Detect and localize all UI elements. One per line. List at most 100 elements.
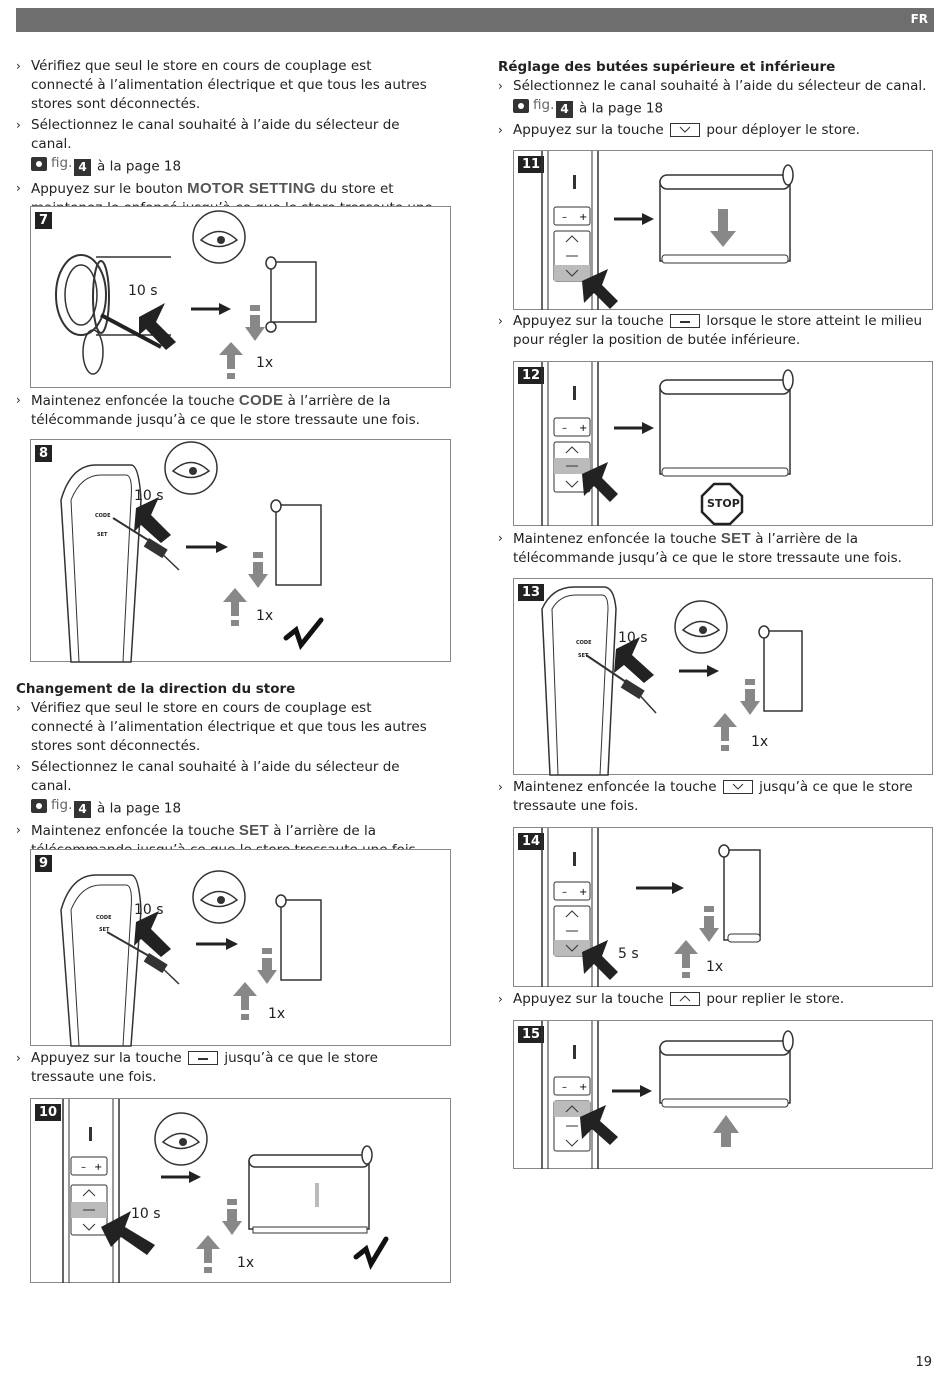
figure-12: 12 –+ STOP bbox=[513, 361, 933, 526]
figure-number: 15 bbox=[518, 1026, 545, 1043]
figure-ref-page: à la page 18 bbox=[97, 800, 182, 817]
remote-set-label: SET bbox=[97, 532, 108, 538]
figure-14: 14 –+ 5 s 1x bbox=[513, 827, 933, 987]
right-column: Réglage des butées supérieure et inférie… bbox=[498, 57, 928, 140]
chevron-icon: › bbox=[498, 992, 503, 1006]
remote-set-label: SET bbox=[578, 653, 589, 659]
figure-reference: fig. bbox=[31, 154, 72, 173]
figure-10: 10 –+ 10 s 1x bbox=[30, 1098, 451, 1283]
remote-code-label: CODE bbox=[576, 640, 592, 646]
set-keyword: SET bbox=[720, 530, 751, 547]
step-text: ›Sélectionnez le canal souhaité à l’aide… bbox=[16, 759, 400, 818]
svg-text:+: + bbox=[579, 1082, 587, 1093]
chevron-icon: › bbox=[16, 393, 21, 407]
section-heading: Changement de la direction du store bbox=[16, 681, 296, 697]
count-label: 1x bbox=[268, 1006, 286, 1022]
count-label: 1x bbox=[256, 608, 274, 624]
figure-15: 15 –+ bbox=[513, 1020, 933, 1169]
figure-ref-page: à la page 18 bbox=[579, 100, 664, 117]
chevron-icon: › bbox=[498, 122, 503, 137]
figure-7-illustration bbox=[55, 210, 317, 379]
code-instruction: ›Maintenez enfoncée la touche CODE à l’a… bbox=[16, 391, 436, 430]
figure-11: 11 –+ bbox=[513, 150, 933, 310]
chevron-icon: › bbox=[498, 79, 503, 93]
chevron-icon: › bbox=[498, 780, 503, 794]
set-keyword: SET bbox=[238, 821, 269, 839]
figure-ref-number: 4 bbox=[74, 800, 91, 818]
s4-instruction: ›Maintenez enfoncée la touche SET à l’ar… bbox=[498, 529, 928, 568]
chevron-icon: › bbox=[16, 822, 21, 837]
step-text: ›Appuyez sur la touche pour déployer le … bbox=[498, 121, 860, 138]
chevron-icon: › bbox=[498, 531, 503, 545]
step-text: ›Maintenez enfoncée la touche SET à l’ar… bbox=[498, 530, 902, 566]
svg-text:–: – bbox=[81, 1162, 86, 1173]
down-key-icon bbox=[722, 780, 753, 794]
svg-text:+: + bbox=[579, 212, 587, 223]
figure-ref-number: 4 bbox=[556, 100, 573, 118]
step-text: ›Maintenez enfoncée la touche jusqu’à ce… bbox=[498, 779, 913, 814]
s3-instruction: ›Appuyez sur la touche lorsque le store … bbox=[498, 312, 928, 350]
figure-number: 9 bbox=[35, 855, 53, 872]
chevron-icon: › bbox=[498, 314, 503, 328]
step-text: ›Appuyez sur la touche jusqu’à ce que le… bbox=[16, 1050, 378, 1085]
figure-9: 9 CODE SET 10 s 1x bbox=[30, 849, 451, 1047]
duration-label: 10 s bbox=[128, 283, 158, 299]
duration-label: 10 s bbox=[618, 630, 648, 646]
chevron-icon: › bbox=[16, 180, 21, 195]
chevron-icon: › bbox=[16, 1051, 21, 1065]
camera-icon bbox=[31, 798, 47, 813]
step-text: ›Vérifiez que seul le store en cours de … bbox=[16, 58, 427, 112]
chevron-icon: › bbox=[16, 59, 21, 73]
remote-code-label: CODE bbox=[95, 513, 111, 519]
count-label: 1x bbox=[256, 355, 274, 371]
figure-reference: fig. bbox=[513, 96, 554, 115]
s6-instruction: ›Appuyez sur la touche pour replier le s… bbox=[498, 990, 928, 1009]
figure-reference: fig. bbox=[31, 796, 72, 815]
figure-15-illustration: –+ bbox=[541, 1021, 794, 1169]
code-keyword: CODE bbox=[238, 392, 284, 409]
section-heading: Réglage des butées supérieure et inférie… bbox=[498, 59, 836, 75]
figure-7: 7 10 s 1x bbox=[30, 206, 451, 388]
down-key-icon bbox=[670, 122, 701, 137]
figure-number: 10 bbox=[35, 1104, 62, 1121]
step-text: ›Appuyez sur la touche lorsque le store … bbox=[498, 313, 923, 348]
figure-number: 14 bbox=[518, 833, 545, 850]
s5-instruction: ›Maintenez enfoncée la touche jusqu’à ce… bbox=[498, 778, 928, 816]
remote-code-label: CODE bbox=[96, 915, 112, 921]
figure-13: 13 CODE SET 10 s 1x bbox=[513, 578, 933, 776]
duration-label: 10 s bbox=[131, 1206, 161, 1222]
figure-ref-number: 4 bbox=[74, 158, 91, 176]
direction-section: Changement de la direction du store ›Vér… bbox=[16, 679, 436, 860]
count-label: 1x bbox=[237, 1255, 255, 1271]
language-label: FR bbox=[910, 12, 928, 26]
stop-sign-label: STOP bbox=[707, 497, 740, 510]
duration-label: 5 s bbox=[618, 946, 639, 962]
svg-text:–: – bbox=[562, 1082, 567, 1093]
figure-number: 8 bbox=[35, 445, 53, 462]
minus-key-icon bbox=[670, 314, 701, 328]
duration-label: 10 s bbox=[134, 902, 164, 918]
figure-13-illustration bbox=[541, 586, 803, 776]
svg-text:–: – bbox=[562, 212, 567, 223]
header-bar: FR bbox=[16, 8, 934, 32]
duration-label: 10 s bbox=[134, 488, 164, 504]
figure-14-illustration: –+ bbox=[541, 828, 761, 987]
camera-icon bbox=[513, 98, 529, 113]
camera-icon bbox=[31, 156, 47, 171]
figure-10-illustration: –+ bbox=[62, 1099, 389, 1283]
figure-ref-page: à la page 18 bbox=[97, 158, 182, 175]
figure-number: 11 bbox=[518, 156, 545, 173]
figure-8: 8 CODE SET 10 s 1x bbox=[30, 439, 451, 663]
step-text: ›Sélectionnez le canal souhaité à l’aide… bbox=[16, 117, 400, 176]
motor-setting-keyword: MOTOR SETTING bbox=[187, 179, 316, 197]
page-number: 19 bbox=[915, 1355, 932, 1370]
step-text: ›Maintenez enfoncée la touche CODE à l’a… bbox=[16, 392, 420, 428]
figure-8-illustration bbox=[60, 441, 324, 663]
svg-text:+: + bbox=[579, 887, 587, 898]
figure-number: 7 bbox=[35, 212, 53, 229]
remote-set-label: SET bbox=[99, 927, 110, 933]
svg-text:+: + bbox=[94, 1162, 102, 1173]
up-key-icon bbox=[670, 992, 701, 1006]
figure-11-illustration: –+ bbox=[541, 151, 794, 310]
figure-9-illustration bbox=[60, 870, 322, 1047]
